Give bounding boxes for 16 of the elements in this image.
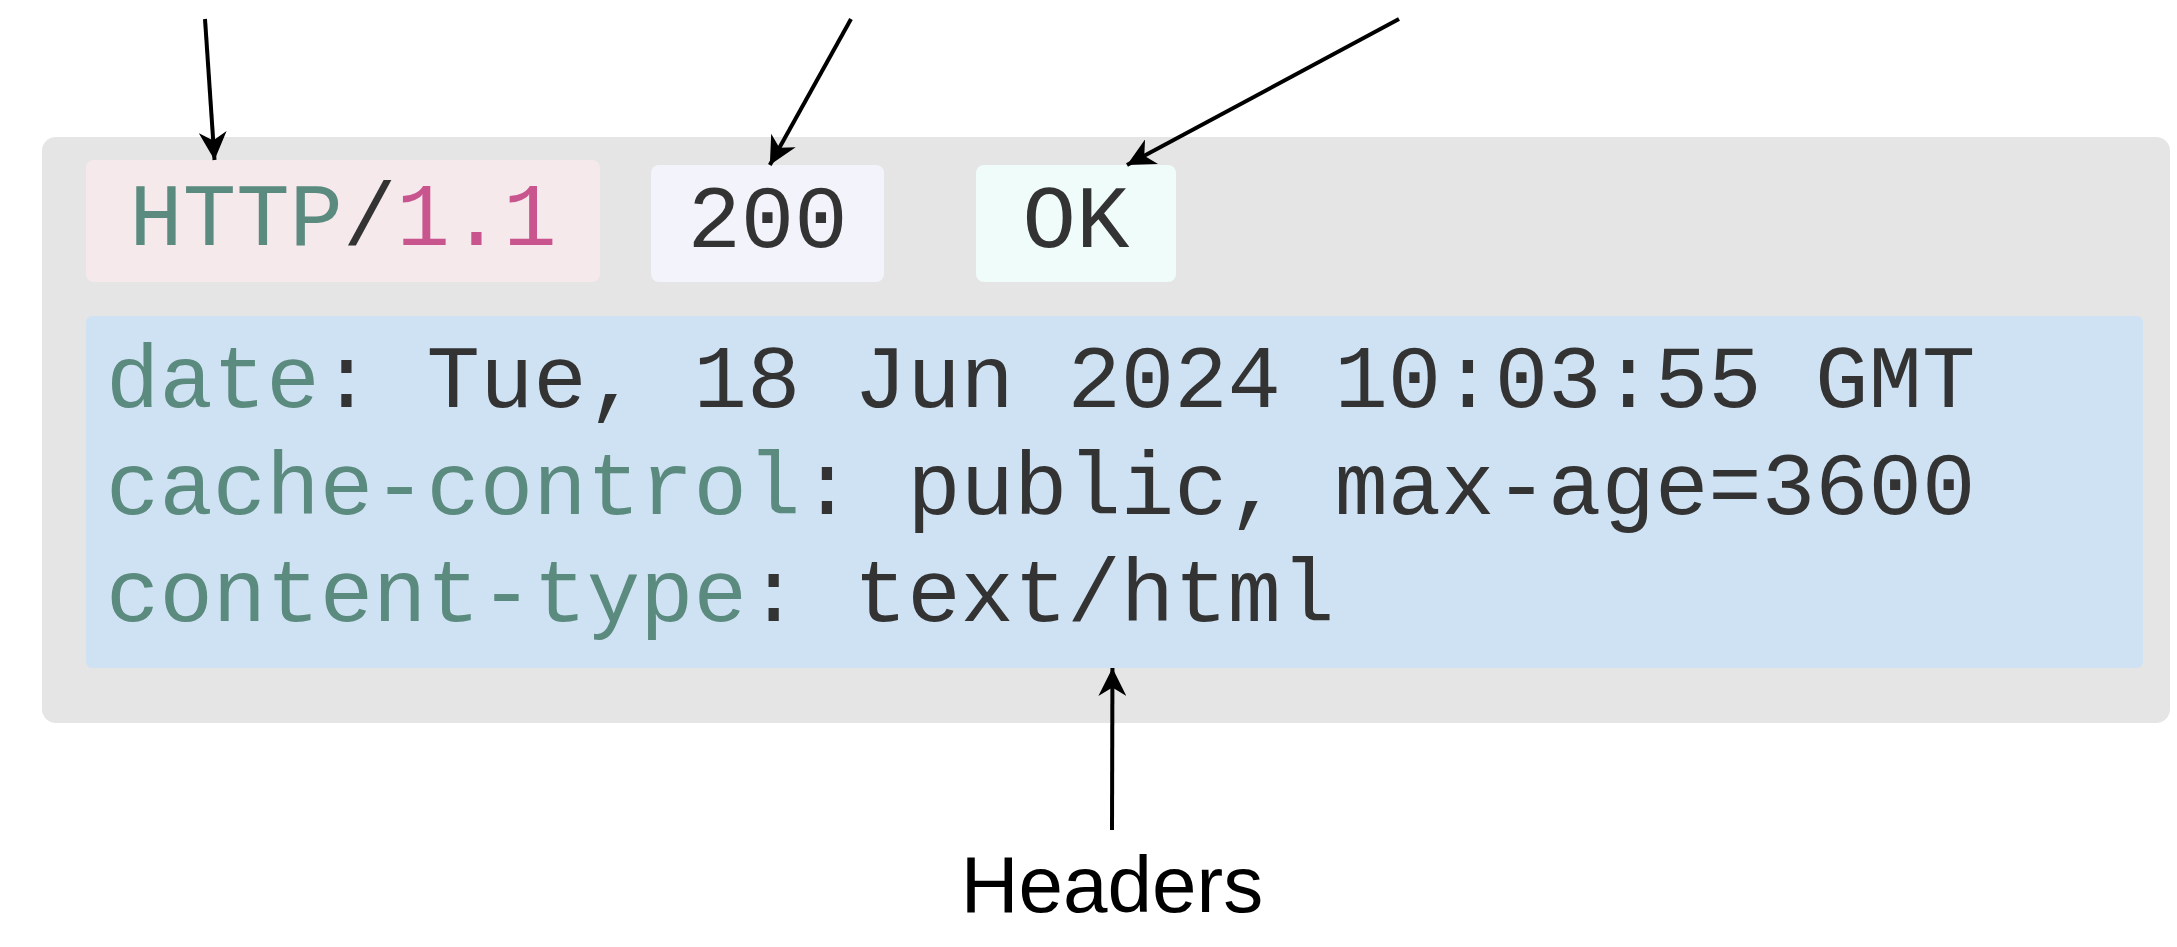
token-text: OK [1022, 172, 1130, 276]
arrow [1126, 17, 1400, 167]
response-panel [42, 137, 2170, 723]
header-line: cache-control: public, max-age=3600 [106, 439, 1977, 543]
token-text: 200 [687, 172, 848, 276]
arrow [768, 18, 853, 166]
status-code [651, 165, 884, 282]
header-line: date: Tue, 18 Jun 2024 10:03:55 GMT [106, 332, 1977, 436]
http-version [86, 160, 600, 282]
status-text [976, 165, 1176, 282]
token-text: HTTP/1.1 [129, 169, 557, 274]
arrow [198, 18, 227, 161]
headers-block [86, 316, 2143, 668]
arrow [1098, 668, 1127, 830]
callout-label: Headers [912, 830, 1312, 940]
header-line: content-type: text/html [106, 546, 1336, 650]
